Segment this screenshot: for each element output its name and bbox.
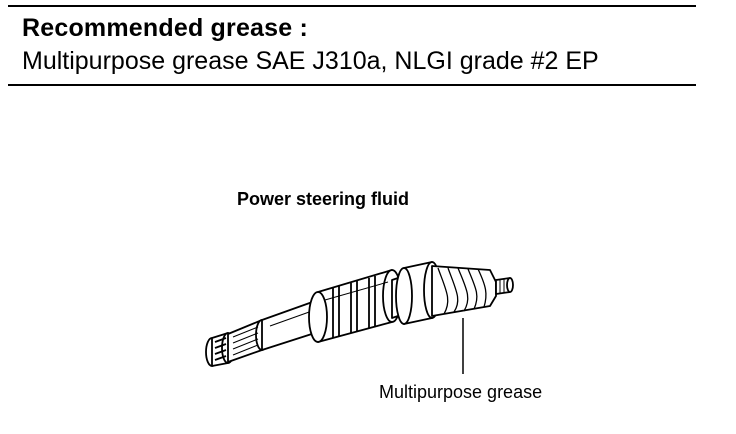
top-rule [8,5,696,7]
multipurpose-grease-label: Multipurpose grease [379,382,543,402]
output-pin [495,277,514,295]
power-steering-fluid-label: Power steering fluid [237,189,410,209]
bottom-rule [8,84,696,86]
shaft-end-cap [205,332,235,367]
recommended-grease-heading: Recommended grease : [22,14,309,42]
worm-gear [431,265,497,317]
grease-specification: Multipurpose grease SAE J310a, NLGI grad… [22,47,599,75]
valve-body-rings [308,269,402,343]
